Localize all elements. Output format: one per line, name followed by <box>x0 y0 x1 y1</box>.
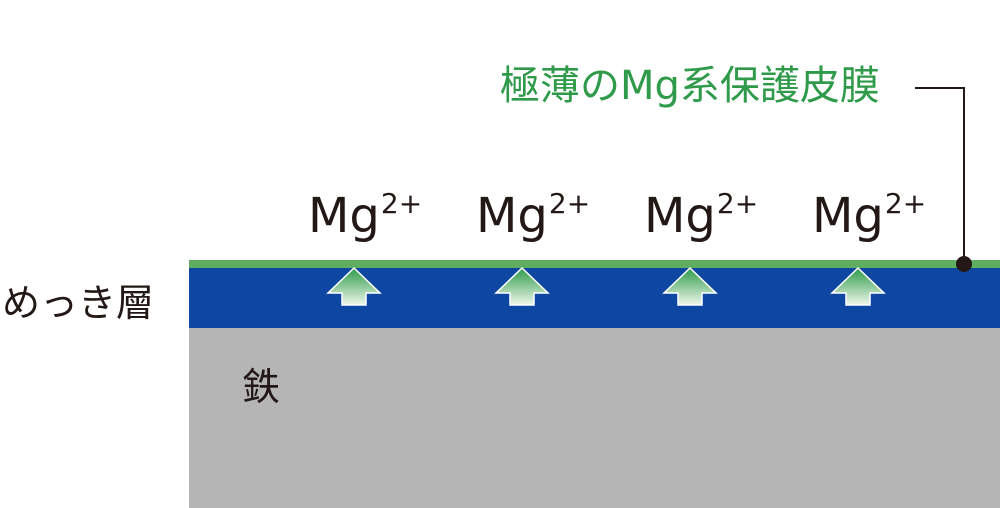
up-arrow-icon <box>326 266 382 306</box>
ion-symbol: Mg <box>308 188 380 244</box>
ion-symbol: Mg <box>644 188 716 244</box>
plating-layer-label: めっき層 <box>2 281 155 325</box>
ion-charge: 2+ <box>548 187 591 220</box>
plating-layer <box>189 268 1000 328</box>
ion-charge: 2+ <box>884 187 927 220</box>
ion-charge: 2+ <box>716 187 759 220</box>
ion-arrows <box>326 266 886 306</box>
ion-charge: 2+ <box>380 187 423 220</box>
film-leader-dot <box>956 256 972 272</box>
mg-ion-label: Mg2+ <box>644 190 758 241</box>
iron-label: 鉄 <box>242 365 281 409</box>
up-arrow-icon <box>662 266 718 306</box>
iron-substrate <box>189 328 1000 508</box>
mg-protective-film <box>189 260 1000 268</box>
up-arrow-icon <box>494 266 550 306</box>
mg-ion-label: Mg2+ <box>308 190 422 241</box>
film-leader-line <box>915 87 965 263</box>
mg-ion-label: Mg2+ <box>476 190 590 241</box>
up-arrow-icon <box>830 266 886 306</box>
ion-symbol: Mg <box>476 188 548 244</box>
mg-ion-label: Mg2+ <box>812 190 926 241</box>
film-label: 極薄のMg系保護皮膜 <box>500 63 880 109</box>
ion-symbol: Mg <box>812 188 884 244</box>
